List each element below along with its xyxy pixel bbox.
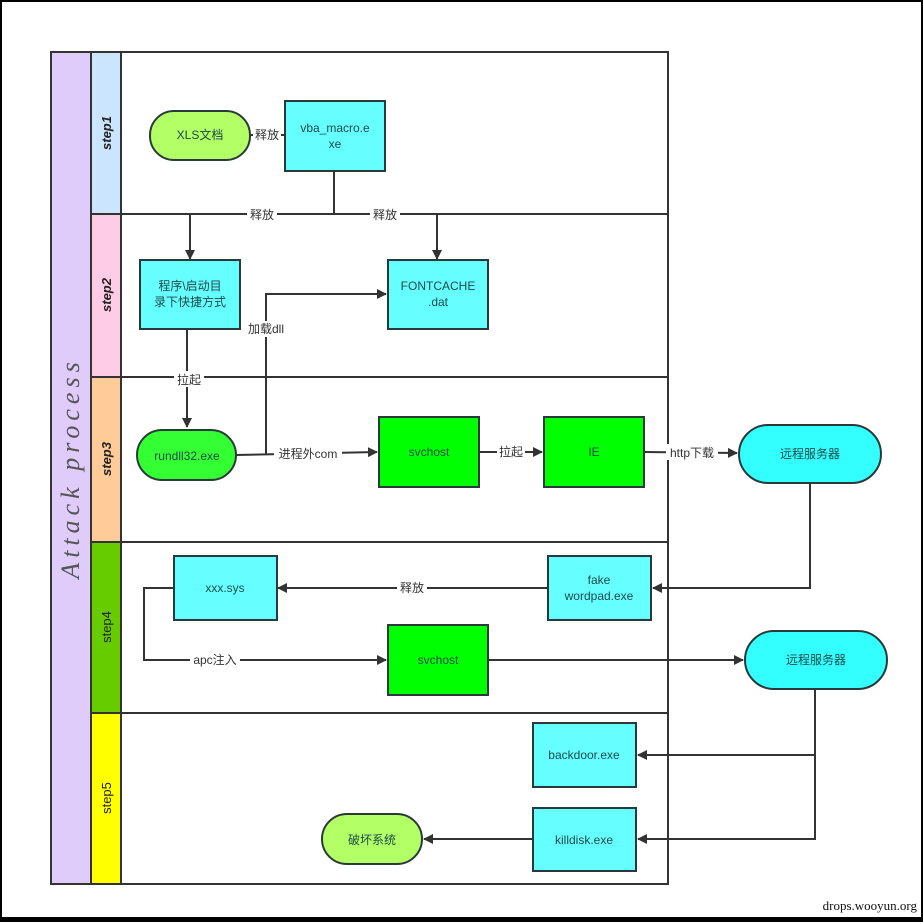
node-svchost-2[interactable]: svchost [387, 624, 489, 696]
node-vba-text-2: xe [329, 137, 342, 151]
node-vba-macro[interactable]: vba_macro.e xe [284, 100, 386, 172]
edge-label-shortcut-rundll32: 拉起 [177, 372, 201, 387]
edge-label-ie-remote1: http下载 [670, 446, 714, 460]
node-shortcut-text-1: 程序\启动目 [158, 278, 221, 293]
nodes: XLS文档 vba_macro.e xe 程序\启动目 录下快捷方式 FONTC… [136, 100, 888, 872]
node-svchost-2-text: svchost [418, 653, 459, 667]
node-backdoor[interactable]: backdoor.exe [532, 722, 637, 788]
step5-header [90, 712, 122, 885]
node-remote-server-2[interactable]: 远程服务器 [744, 630, 888, 690]
edge-rundll32-fontcache [265, 289, 387, 455]
node-wordpad-text-1: fake [588, 573, 611, 587]
step3-label: step3 [99, 441, 114, 476]
edge-label-xls-vba: 释放 [255, 127, 279, 142]
node-destroy-text: 破坏系统 [348, 832, 396, 847]
node-fake-wordpad[interactable]: fake wordpad.exe [547, 555, 652, 621]
watermark: drops.wooyun.org [822, 898, 917, 913]
swimlane-pool: Attack process step1 step2 step3 step4 s… [50, 51, 669, 885]
node-remote-2-text: 远程服务器 [786, 652, 846, 667]
node-killdisk[interactable]: killdisk.exe [532, 807, 637, 872]
edge-remote1-wordpad [652, 483, 811, 593]
node-ie-text: IE [588, 445, 599, 459]
edge-label-svchost-ie: 拉起 [499, 444, 523, 459]
node-remote-1-text: 远程服务器 [780, 446, 840, 461]
lanes-body [120, 51, 669, 885]
node-startup-shortcut[interactable]: 程序\启动目 录下快捷方式 [139, 259, 241, 330]
node-ie[interactable]: IE [543, 416, 645, 488]
edge-vba-shortcut [185, 213, 334, 260]
pool-title: Attack process [56, 357, 85, 580]
node-shortcut-text-2: 录下快捷方式 [154, 294, 226, 309]
node-rundll32-text: rundll32.exe [154, 449, 220, 463]
node-wordpad-text-2: wordpad.exe [564, 589, 634, 603]
node-destroy-system[interactable]: 破坏系统 [321, 813, 423, 865]
node-killdisk-text: killdisk.exe [555, 833, 613, 847]
node-svchost-1[interactable]: svchost [378, 416, 480, 488]
node-xxxsys-text: xxx.sys [205, 581, 244, 595]
edge-label-vba-fontcache: 释放 [373, 207, 397, 222]
node-fontcache[interactable]: FONTCACHE .dat [387, 259, 489, 330]
edge-labels: 释放 释放 释放 拉起 加载dll 进程外com 拉起 http下载 释放 ap… [174, 127, 718, 668]
step2-label: step2 [99, 277, 114, 312]
node-xxx-sys[interactable]: xxx.sys [173, 555, 278, 621]
edge-label-rundll32-fontcache: 加载dll [248, 322, 284, 336]
node-xls-text: XLS文档 [177, 127, 224, 142]
edge-label-vba-shortcut: 释放 [250, 207, 274, 222]
node-vba-text-1: vba_macro.e [300, 121, 370, 135]
edge-xxxsys-svchost2 [143, 587, 387, 665]
step4-header [90, 541, 122, 714]
node-svchost-1-text: svchost [409, 445, 450, 459]
title-lane [50, 51, 92, 885]
step1-label: step1 [99, 116, 114, 150]
edge-label-rundll32-svchost: 进程外com [279, 446, 338, 461]
node-backdoor-text: backdoor.exe [548, 748, 620, 762]
edge-label-xxxsys-svchost2: apc注入 [193, 652, 236, 667]
node-remote-server-1[interactable]: 远程服务器 [738, 424, 882, 484]
node-xls[interactable]: XLS文档 [149, 110, 251, 161]
edge-label-wordpad-xxxsys: 释放 [400, 580, 424, 595]
edge-remote2-killdisk [637, 755, 816, 844]
edge-remote2-backdoor [637, 689, 816, 760]
step5-label: step5 [99, 782, 114, 814]
node-rundll32[interactable]: rundll32.exe [136, 429, 237, 481]
node-fontcache-text-1: FONTCACHE [401, 279, 476, 293]
edge-vba-fontcache [334, 213, 442, 260]
node-fontcache-text-2: .dat [428, 295, 449, 309]
step4-label: step4 [99, 611, 114, 643]
